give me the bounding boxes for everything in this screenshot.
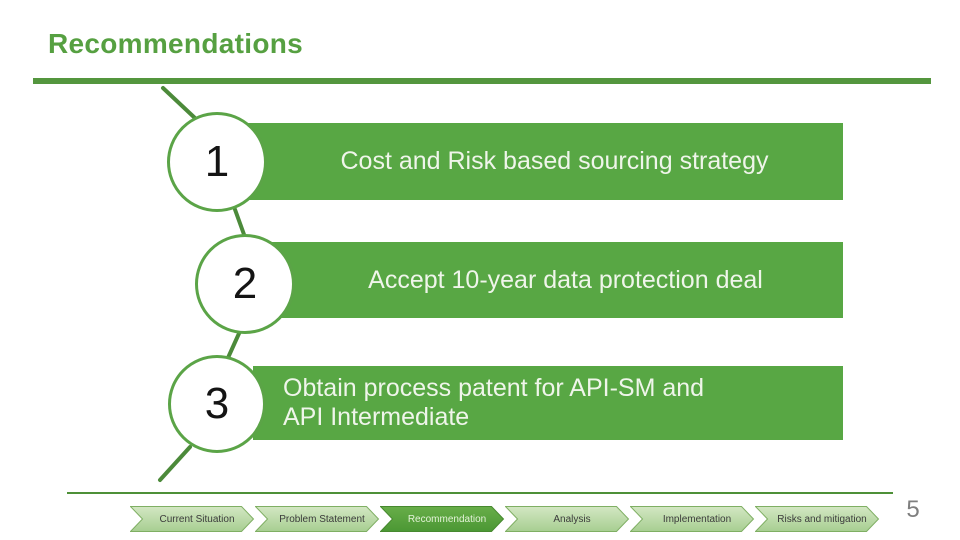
recommendation-text: Obtain process patent for API-SM and API… [283,374,705,431]
nav-step-current-situation[interactable]: Current Situation [130,506,255,532]
recommendation-bar-1: Cost and Risk based sourcing strategy [246,123,843,200]
recommendation-number: 2 [232,259,258,308]
title-divider [33,78,931,84]
page-title: Recommendations [48,28,303,59]
nav-step-implementation[interactable]: Implementation [630,506,755,532]
nav-step-label: Current Situation [159,513,235,525]
nav-step-label: Recommendation [407,513,487,525]
recommendation-text: Cost and Risk based sourcing strategy [340,147,769,175]
nav-step-label: Risks and mitigation [777,513,867,525]
nav-step-recommendation[interactable]: Recommendation [380,506,505,532]
recommendation-number-circle-2: 2 [195,234,295,334]
recommendation-number: 3 [204,379,230,428]
footer-divider [67,492,893,494]
recommendation-text: Accept 10-year data protection deal [368,265,763,294]
recommendation-bar-2: Accept 10-year data protection deal [266,242,843,318]
page-number: 5 [906,496,920,523]
process-nav: Current Situation Problem Statement Reco… [0,506,960,532]
recommendation-number-circle-1: 1 [167,112,267,212]
nav-step-label: Problem Statement [279,513,365,525]
nav-step-analysis[interactable]: Analysis [505,506,630,532]
nav-step-label: Analysis [553,513,591,525]
nav-step-risks-and-mitigation[interactable]: Risks and mitigation [755,506,880,532]
recommendation-number-circle-3: 3 [168,355,266,453]
nav-step-label: Implementation [662,513,732,525]
recommendation-number: 1 [204,137,230,186]
recommendation-bar-3: Obtain process patent for API-SM and API… [253,366,843,440]
nav-step-problem-statement[interactable]: Problem Statement [255,506,380,532]
